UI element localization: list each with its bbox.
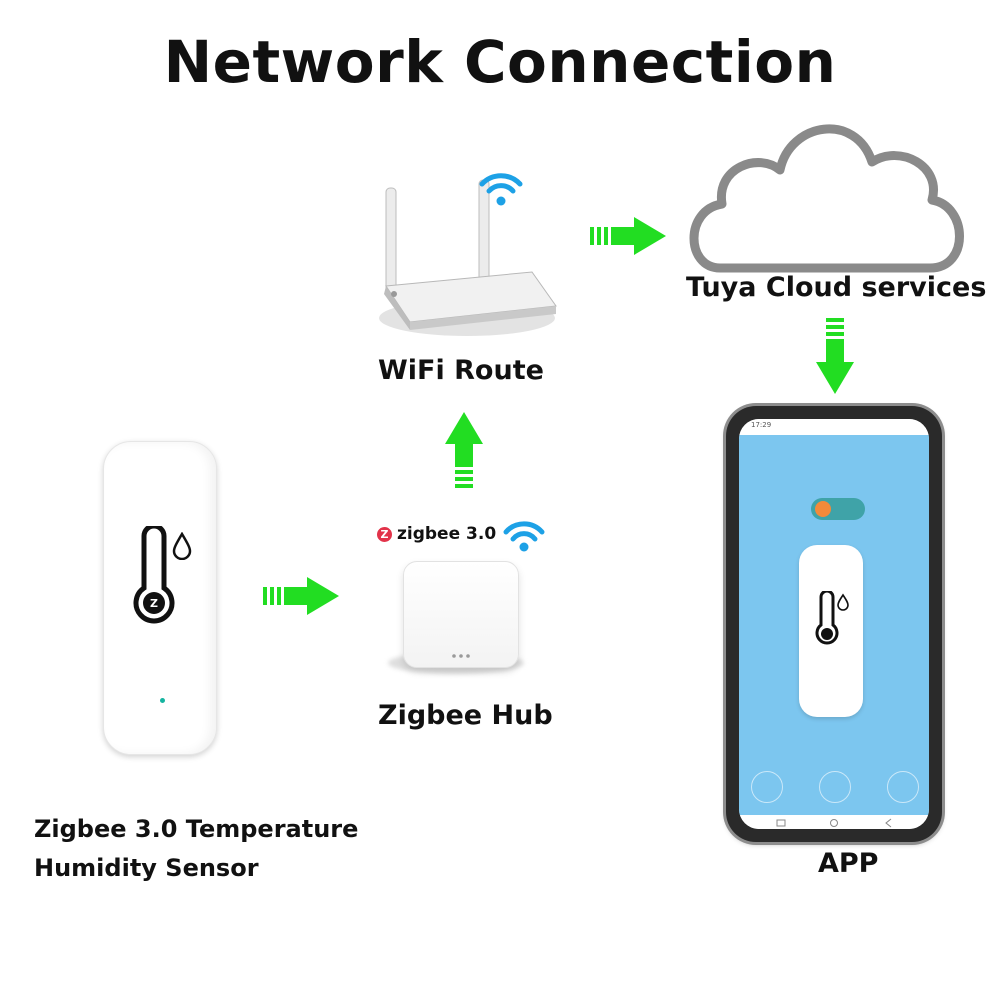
router: [372, 166, 572, 346]
wifi-icon: [479, 173, 523, 206]
app-label: APP: [818, 848, 879, 879]
zigbee-logo-icon: Z: [377, 527, 392, 542]
phone-screen: 17:29: [739, 419, 929, 829]
zigbee-logo-text: zigbee 3.0: [397, 524, 497, 544]
app-mode-toggle: [811, 498, 865, 520]
arrow-right-icon: [590, 217, 666, 255]
temperature-humidity-sensor: Z: [103, 441, 217, 755]
thermometer-icon: Z: [133, 526, 175, 624]
cloud-icon: [689, 124, 964, 273]
status-led: [160, 698, 165, 703]
diagram-title: Network Connection: [163, 28, 837, 96]
router-icon: [379, 179, 557, 336]
phone-status-bar: 17:29: [739, 419, 929, 435]
thermometer-icon: [815, 591, 849, 645]
app-button-3: [887, 771, 919, 803]
smartphone: 17:29: [726, 406, 942, 842]
phone-nav-bar: [739, 815, 929, 829]
hub-label: Zigbee Hub: [378, 700, 553, 731]
app-button-1: [751, 771, 783, 803]
sensor-label-line1: Zigbee 3.0 Temperature: [34, 815, 359, 843]
arrow-up-icon: [445, 412, 483, 488]
droplet-icon: [837, 593, 849, 611]
arrow-down-icon: [816, 318, 854, 394]
router-label: WiFi Route: [378, 355, 544, 386]
status-time: 17:29: [751, 421, 772, 429]
home-icon: [815, 501, 831, 517]
app-sensor-image: [799, 545, 863, 717]
app-button-2: [819, 771, 851, 803]
cloud-label: Tuya Cloud services: [686, 272, 987, 303]
arrow-right-icon: [263, 577, 339, 615]
droplet-icon: [172, 532, 192, 560]
zigbee-hub: [403, 561, 519, 668]
zigbee-logo-icon: Z: [150, 597, 158, 610]
wifi-icon: [503, 521, 545, 552]
app-screen-background: [739, 435, 929, 815]
sensor-label-line2: Humidity Sensor: [34, 854, 259, 882]
